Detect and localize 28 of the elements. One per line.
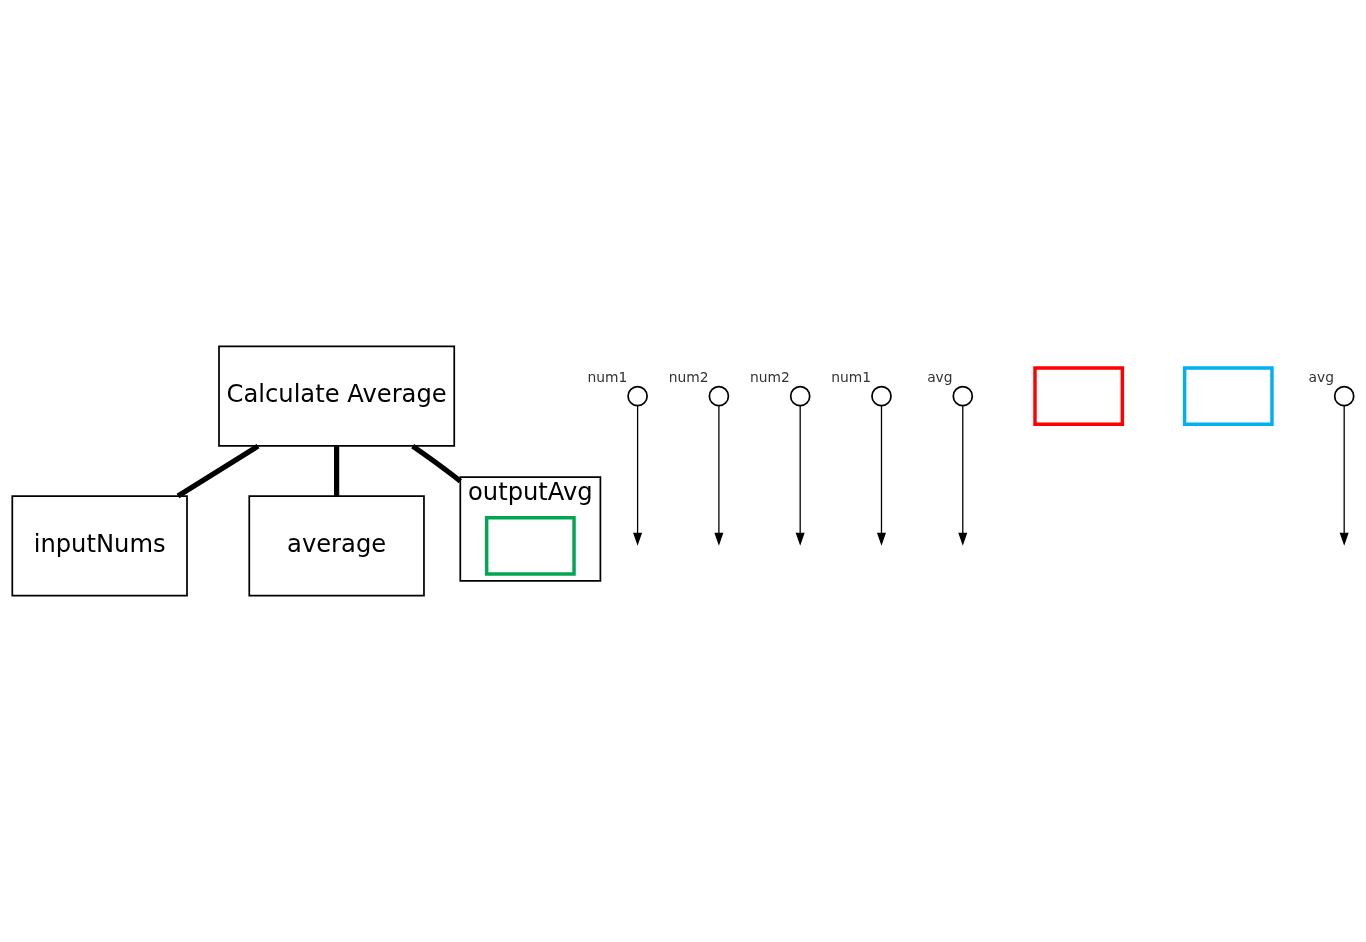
node-circle	[789, 385, 811, 407]
cluster: outputAvg	[459, 476, 602, 582]
arrow	[958, 405, 968, 546]
arrow	[714, 405, 724, 546]
arrow	[795, 405, 805, 546]
node-circle	[627, 385, 648, 407]
node-circle	[708, 385, 730, 407]
node-label: num2	[750, 369, 790, 386]
node-box: inputNums	[11, 495, 188, 597]
arrow	[876, 405, 887, 546]
node-label: avg	[927, 369, 953, 386]
node-box	[1033, 366, 1125, 427]
node-label: avg	[1308, 369, 1334, 386]
node-circle	[952, 385, 974, 407]
node-circle	[1333, 385, 1355, 407]
node-box	[1182, 366, 1274, 427]
arrow	[633, 405, 643, 546]
node-label: num2	[668, 369, 709, 386]
node-box: Calculate Average	[218, 345, 456, 447]
connector	[411, 443, 462, 484]
connector	[334, 446, 340, 496]
connector	[176, 443, 260, 499]
node-circle	[871, 385, 892, 407]
node-label: num1	[831, 369, 872, 386]
node-box	[484, 515, 576, 576]
node-box: average	[248, 495, 425, 597]
arrow	[1339, 405, 1349, 546]
node-label: num1	[587, 369, 628, 386]
